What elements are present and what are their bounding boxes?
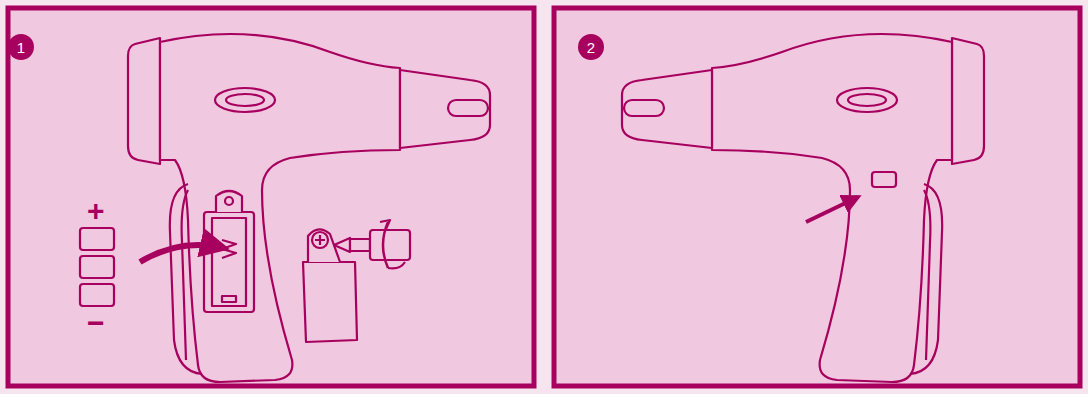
polarity-sign: + — [87, 196, 105, 226]
screwdriver — [334, 220, 410, 268]
callout-circle: 1 — [8, 34, 34, 60]
press-arrow — [806, 197, 858, 222]
callout-circle: 2 — [578, 34, 604, 60]
panel — [8, 8, 534, 386]
batteries — [80, 228, 114, 306]
battery-compartment — [204, 191, 254, 312]
panel — [554, 8, 1080, 386]
polarity-sign: − — [87, 308, 105, 338]
power-button — [872, 172, 896, 187]
callout-number: 2 — [587, 40, 595, 55]
callout-number: 1 — [17, 40, 25, 55]
hair-dryer — [128, 34, 490, 382]
hair-dryer — [622, 34, 984, 382]
insert-arrow — [140, 245, 224, 262]
